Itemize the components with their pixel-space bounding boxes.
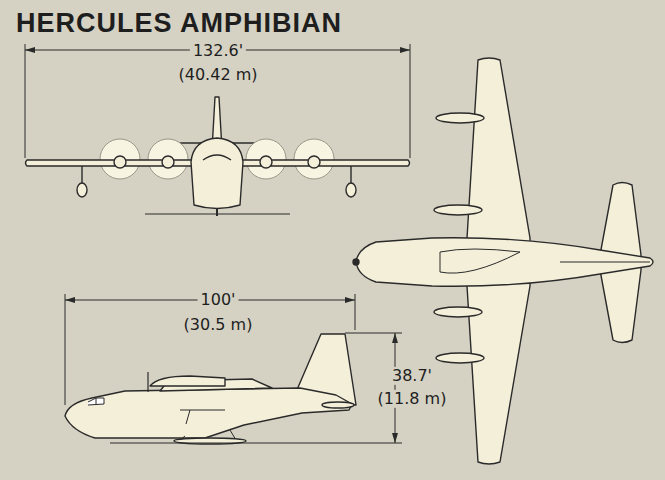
arrowhead [392, 333, 398, 343]
arrowhead [65, 297, 75, 303]
engine-nacelle [308, 156, 320, 168]
side-view [65, 294, 402, 444]
extension-line [355, 294, 356, 330]
engine-nacelle [114, 156, 126, 168]
cockpit-window [88, 398, 104, 405]
engine-nacelle [436, 353, 484, 363]
extension-line [250, 443, 402, 444]
top-view [353, 58, 653, 464]
propeller-disc [148, 139, 188, 179]
arrowhead [392, 433, 398, 443]
fuselage [65, 388, 352, 438]
water-line [145, 214, 290, 215]
engine-nacelle [434, 205, 482, 215]
fin-line [560, 262, 650, 263]
extension-line [65, 294, 66, 405]
arrowhead [400, 47, 410, 53]
extension-line [25, 44, 26, 158]
hull-detail [186, 410, 190, 424]
propeller-disc [294, 139, 334, 179]
engine-nacelle [162, 156, 174, 168]
extension-line [345, 333, 402, 334]
extension-line [410, 44, 411, 158]
dimension-line [395, 333, 396, 443]
hull-detail [180, 410, 225, 411]
drawing-title: HERCULES AMPHIBIAN [16, 8, 342, 39]
wingtip-float [77, 183, 87, 197]
float-strut [81, 166, 82, 184]
propeller-disc [100, 139, 140, 179]
propeller-disc [246, 139, 286, 179]
engine-nacelle [150, 376, 225, 386]
dimension-label: 38.7' [389, 367, 435, 385]
fuselage [191, 138, 243, 209]
keel [216, 209, 218, 216]
wingtip-float [346, 183, 356, 197]
dimension-label: (11.8 m) [375, 390, 450, 408]
nose-probe [353, 259, 359, 265]
engine-nacelle [434, 307, 482, 317]
float-strut [350, 166, 351, 184]
wing-fairing [440, 249, 520, 273]
dimension-label: 100' [198, 291, 239, 309]
engine-nacelle [436, 113, 484, 123]
tailplane [322, 402, 354, 408]
cockpit-window [203, 155, 231, 160]
arrowhead [25, 47, 35, 53]
propeller [147, 372, 148, 392]
window-frame [96, 398, 97, 404]
arrowhead [345, 297, 355, 303]
dimension-label: (40.42 m) [176, 66, 261, 84]
front-view [25, 44, 410, 216]
water-line [110, 443, 250, 444]
dimension-label: (30.5 m) [181, 316, 256, 334]
fuselage [356, 238, 653, 287]
engine-nacelle [260, 156, 272, 168]
dimension-label: 132.6' [190, 42, 246, 60]
